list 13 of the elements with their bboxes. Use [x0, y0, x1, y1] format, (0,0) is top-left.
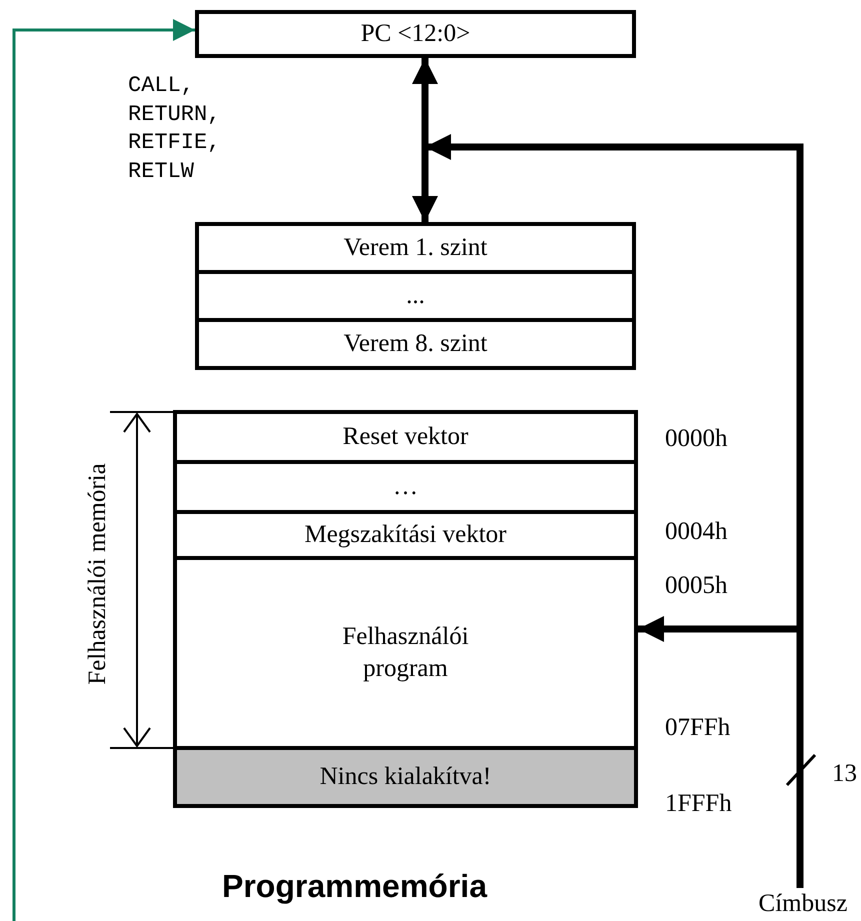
bus-label: Címbusz: [745, 888, 861, 921]
register-box: PC <12:0>: [195, 10, 636, 58]
memory-range-label: Felhasználói memória: [84, 462, 112, 687]
arrow: [12, 19, 195, 921]
bus-width-label: 13: [832, 760, 857, 788]
code-label: CALL, RETURN, RETFIE, RETLW: [128, 72, 222, 186]
address-label: 0004h: [665, 518, 728, 546]
address-label: 07FFh: [665, 714, 730, 742]
caption: Programmemória: [222, 868, 487, 905]
address-label: 0000h: [665, 425, 728, 453]
address-label: 0005h: [665, 572, 728, 600]
address-label: 1FFFh: [665, 790, 732, 818]
arrow: [412, 58, 438, 222]
